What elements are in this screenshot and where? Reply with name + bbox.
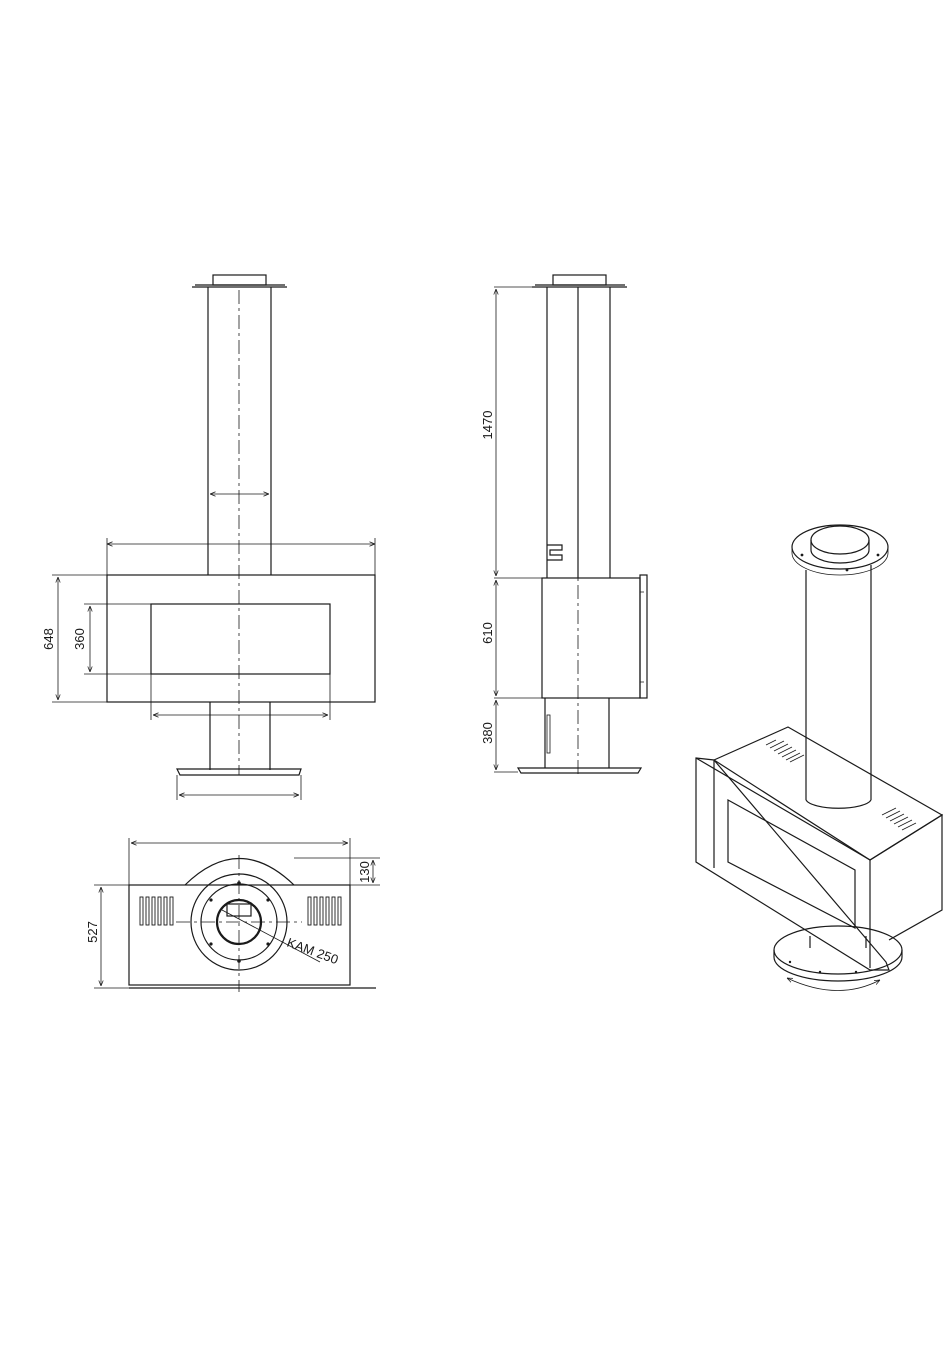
dim-130-label: 130 (357, 861, 372, 883)
iso-vent-front (882, 808, 916, 830)
dim-380-label: 380 (480, 722, 495, 744)
vent-left (140, 897, 173, 925)
isometric-view (696, 525, 942, 991)
dim-648-label: 648 (41, 628, 56, 650)
top-view: 130 527 KAM 250 (85, 838, 380, 992)
side-view: 1470 610 380 (480, 275, 647, 778)
dim-360-label: 360 (72, 628, 87, 650)
kam-callout-label: KAM 250 (285, 935, 340, 967)
dim-1470-label: 1470 (480, 411, 495, 440)
iso-vent-back (766, 740, 804, 762)
dim-610-label: 610 (480, 622, 495, 644)
front-view: 648 360 (41, 275, 375, 800)
dim-527-label: 527 (85, 921, 100, 943)
vent-right (308, 897, 341, 925)
